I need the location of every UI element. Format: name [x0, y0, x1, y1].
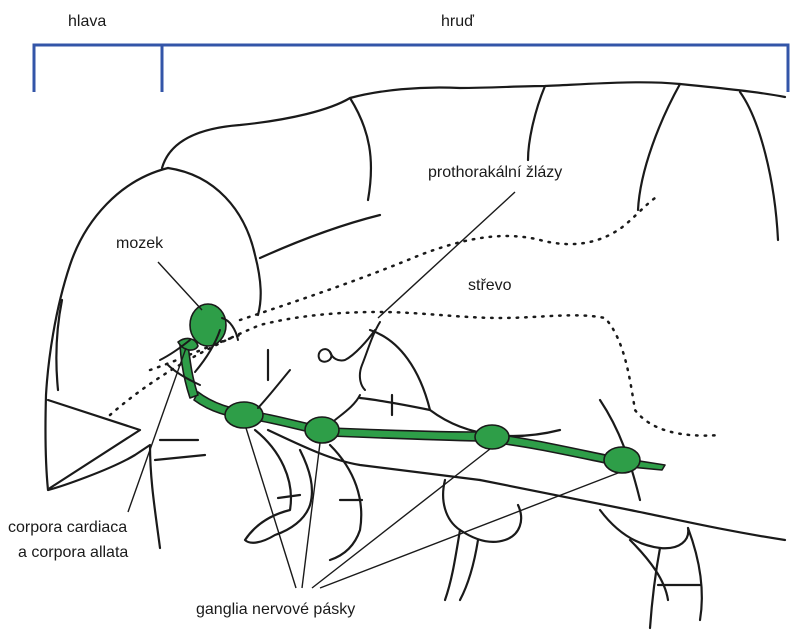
- ganglion-4: [604, 447, 640, 473]
- nerve-cord: [194, 392, 665, 470]
- leg-5-b: [650, 548, 660, 628]
- dorsal-outline: [162, 82, 785, 168]
- segment-line-1: [350, 98, 371, 200]
- head-top-line: [168, 168, 261, 315]
- corpora-label-line2: a corpora allata: [18, 543, 128, 562]
- leg-3: [443, 480, 521, 542]
- gland-curl: [319, 349, 332, 362]
- leg-4: [600, 510, 688, 548]
- corpora-label-line1: corpora cardiaca: [8, 518, 127, 537]
- lateral-line: [260, 215, 380, 258]
- thorax-label: hruď: [441, 12, 474, 31]
- ganglion-2: [305, 417, 339, 443]
- leg-1: [245, 430, 312, 543]
- leg-5: [688, 528, 702, 620]
- leg-3-claw-b: [460, 540, 478, 600]
- brain-label: mozek: [116, 234, 163, 253]
- leg-2: [330, 445, 361, 560]
- head-label: hlava: [68, 12, 106, 31]
- small-tick-4: [155, 455, 205, 460]
- region-brackets: [34, 45, 788, 92]
- brain: [190, 304, 226, 346]
- ganglion-3: [475, 425, 509, 449]
- leader-ganglion-4: [320, 473, 618, 588]
- prothoracic-glands-label: prothorakální žlázy: [428, 163, 562, 182]
- nervous-system: [178, 304, 665, 473]
- gut-upper-edge: [240, 195, 660, 320]
- leg-1-joint: [278, 495, 300, 498]
- leader-brain: [158, 262, 202, 310]
- prothoracic-gland-b: [330, 330, 375, 361]
- ganglion-nerve-1: [258, 370, 290, 408]
- leader-prothoracic: [378, 192, 515, 318]
- ganglion-nerve-2: [335, 395, 360, 420]
- segment-line-3: [638, 84, 680, 210]
- leader-lines: [128, 192, 618, 588]
- body-outline: [45, 82, 785, 628]
- ganglia-label: ganglia nervové pásky: [196, 600, 355, 619]
- leg-3-claw: [445, 530, 460, 600]
- gut-label: střevo: [468, 276, 512, 295]
- head-bracket: [34, 45, 162, 92]
- thorax-lower-edge: [480, 480, 785, 540]
- head-outline: [45, 168, 168, 548]
- segment-line-2: [528, 86, 545, 160]
- leader-ganglion-1: [246, 428, 296, 588]
- ganglion-1: [225, 402, 263, 428]
- segment-line-4: [740, 92, 778, 240]
